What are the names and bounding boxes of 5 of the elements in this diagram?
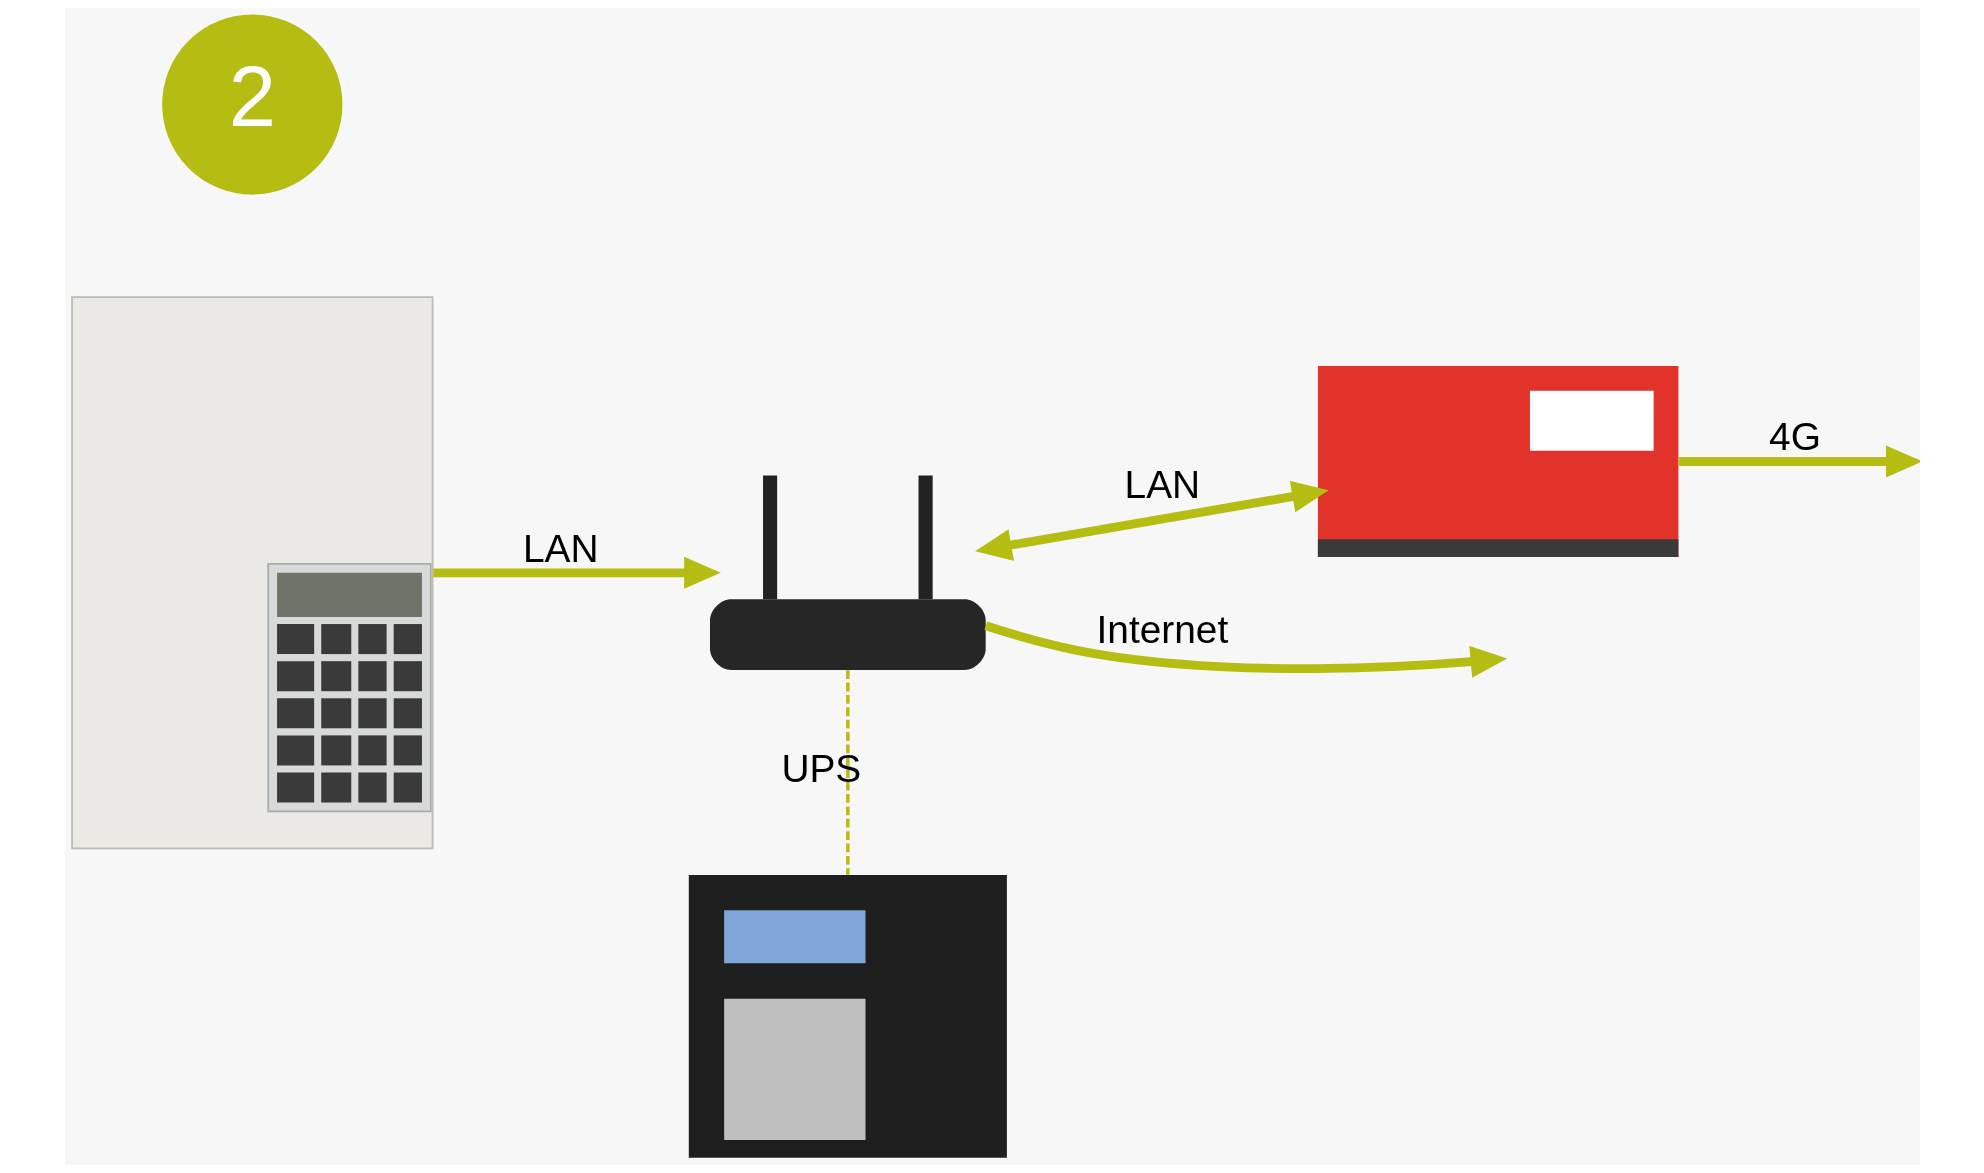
edge-label: Internet bbox=[1096, 607, 1228, 651]
edge-label: 4G bbox=[1768, 415, 1821, 459]
edge-label: LAN bbox=[522, 526, 598, 570]
edge-label: UPS bbox=[780, 747, 861, 791]
edge-label: LAN bbox=[1124, 462, 1200, 506]
